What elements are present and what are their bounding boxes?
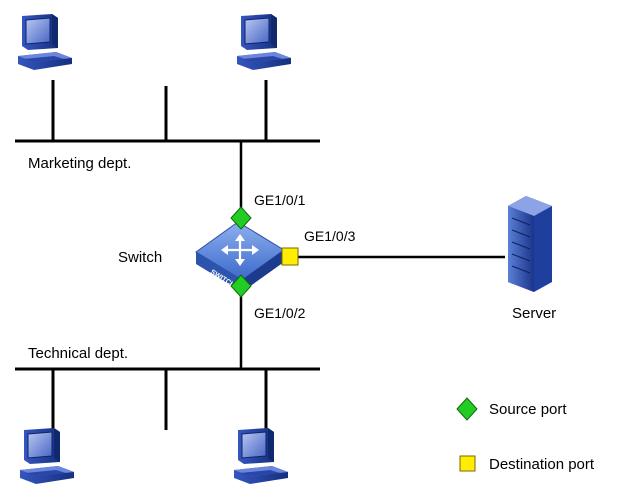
port-label-ge1-0-3: GE1/0/3 [304,228,356,244]
legend-source-port-marker [456,397,478,421]
legend: Source port Destination port [456,397,595,473]
port-label-ge1-0-2: GE1/0/2 [254,305,306,321]
server-label: Server [512,305,556,322]
tower-server-icon [508,196,552,292]
desktop-computer-icon [19,427,75,485]
marketing-dept-label: Marketing dept. [28,155,131,172]
legend-destination-port-marker [459,455,476,472]
desktop-computer-icon [17,13,73,71]
desktop-computer-icon [233,427,289,485]
legend-destination-port-label: Destination port [489,456,595,473]
source-port-ge1-0-1 [230,206,252,230]
legend-source-port-label: Source port [489,401,567,418]
switch-label: Switch [118,249,162,266]
port-label-ge1-0-1: GE1/0/1 [254,192,306,208]
technical-dept-label: Technical dept. [28,345,128,362]
source-port-ge1-0-2 [230,274,252,298]
desktop-computer-icon [236,13,292,71]
destination-port-ge1-0-3 [281,247,299,266]
